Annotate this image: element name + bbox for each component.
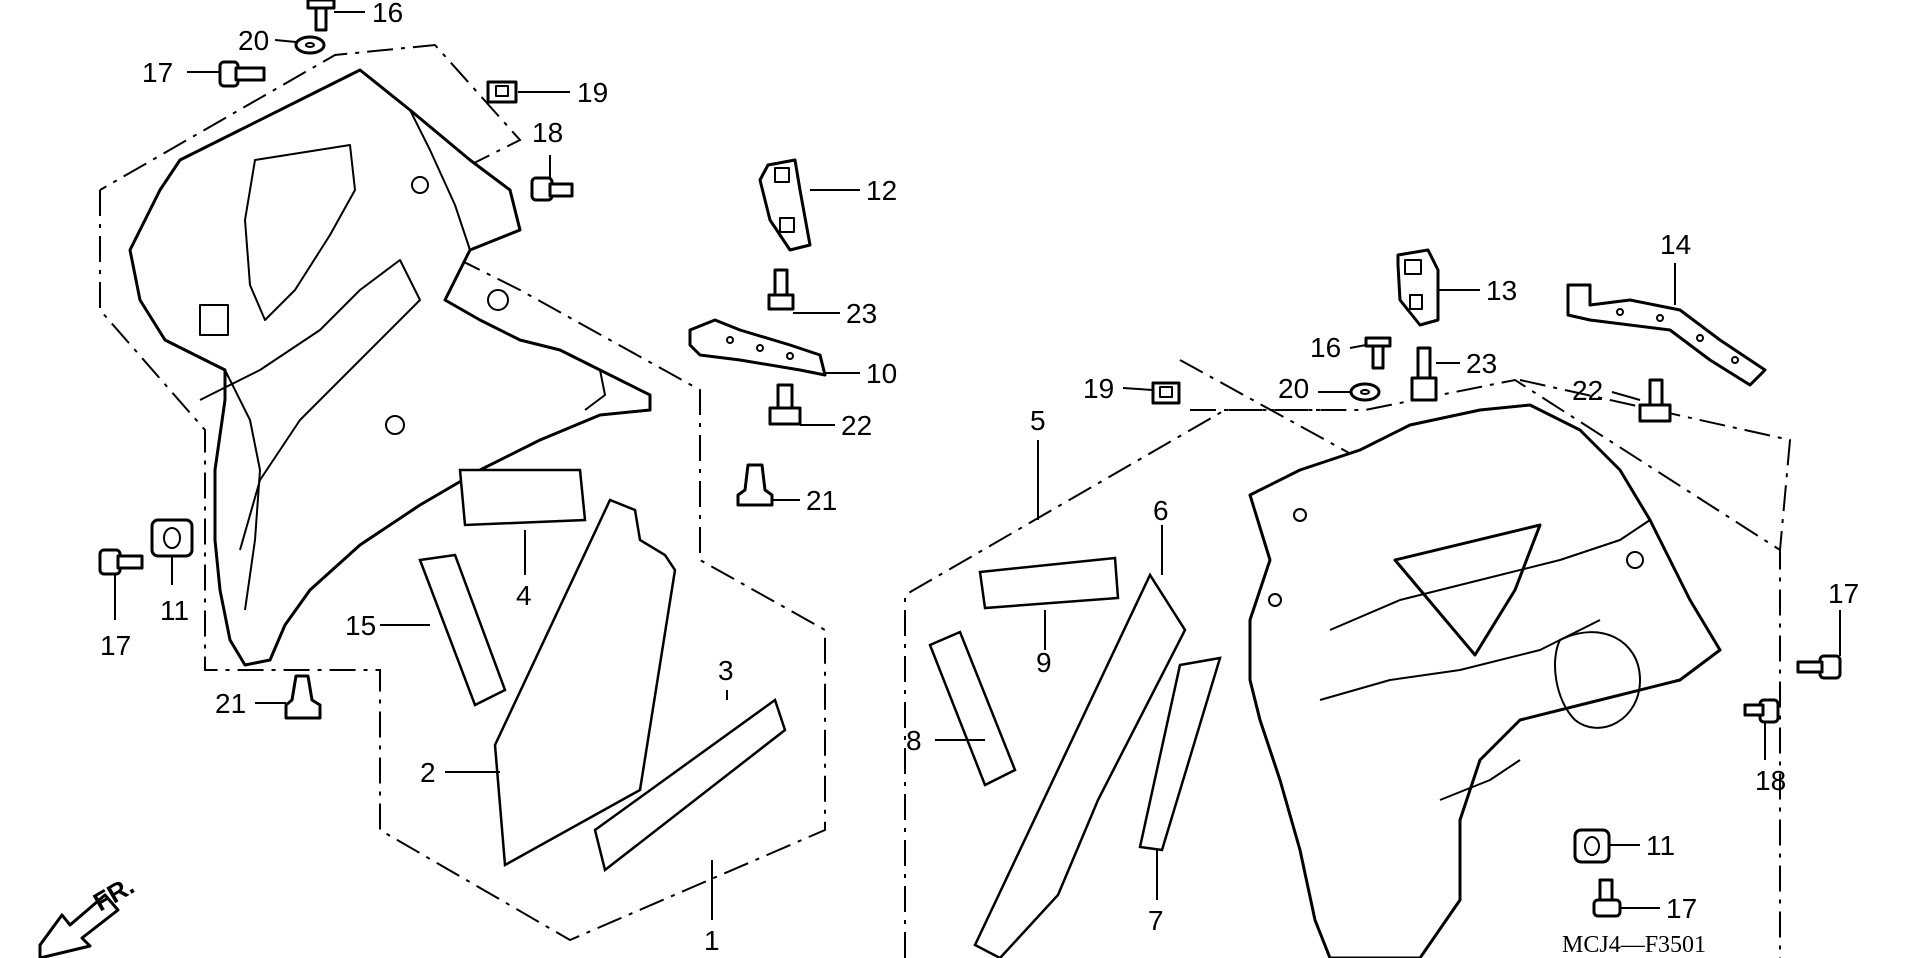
- stay-10-icon: [688, 318, 827, 377]
- callout-18b: 18: [1755, 765, 1786, 796]
- rivet-21b-icon: [284, 674, 322, 720]
- callout-20b: 20: [1278, 373, 1309, 404]
- callout-5: 5: [1030, 405, 1046, 436]
- callout-20: 20: [238, 25, 269, 56]
- callout-19b: 19: [1083, 373, 1114, 404]
- callout-11: 11: [160, 595, 189, 626]
- clip-nut-19b-icon: [1151, 381, 1181, 405]
- callout-9: 9: [1036, 647, 1052, 678]
- bolt-17-icon: [218, 60, 266, 88]
- callout-16: 16: [372, 0, 403, 28]
- callout-17: 17: [142, 57, 173, 88]
- callout-3: 3: [718, 655, 734, 686]
- callout-1: 1: [704, 925, 720, 956]
- callout-14: 14: [1660, 229, 1691, 260]
- callout-13: 13: [1486, 275, 1517, 306]
- callout-10: 10: [866, 358, 897, 389]
- callout-22: 22: [841, 410, 872, 441]
- callout-11b: 11: [1646, 830, 1675, 861]
- callout-7: 7: [1148, 905, 1164, 936]
- inner-cowl-part: [128, 68, 652, 667]
- left-assembly: 16 20 17 19 18 12 23 10 22 21 11 17 4 15…: [98, 0, 897, 956]
- bolt-22-icon: [768, 383, 802, 426]
- outer-cowl-part: [1248, 403, 1722, 958]
- rivet-21-icon: [736, 463, 774, 507]
- grommet-11-icon: [150, 518, 194, 558]
- bolt-18-icon: [530, 176, 574, 202]
- washer-20-icon: [294, 35, 326, 55]
- callout-12: 12: [866, 175, 897, 206]
- foam-panel-6: [973, 572, 1187, 958]
- foam-strip-4: [458, 468, 587, 527]
- screw-16b-icon: [1364, 336, 1392, 370]
- callout-21b: 21: [215, 688, 246, 719]
- front-direction-arrow: FR.: [38, 870, 139, 958]
- left-assembly-outline: [99, 43, 826, 942]
- bolt-17c-icon: [1796, 654, 1842, 680]
- callout-6: 6: [1153, 495, 1169, 526]
- bracket-12-icon: [758, 158, 812, 252]
- callout-23: 23: [846, 298, 877, 329]
- callout-21: 21: [806, 485, 837, 516]
- bolt-22b-icon: [1638, 378, 1672, 423]
- bolt-17d-icon: [1592, 878, 1622, 918]
- callout-2: 2: [420, 757, 436, 788]
- foam-strip-3: [593, 697, 787, 873]
- callout-18: 18: [532, 117, 563, 148]
- bracket-13-icon: [1396, 248, 1440, 327]
- bolt-17b-icon: [98, 548, 144, 576]
- screw-23-icon: [767, 268, 795, 311]
- bracket-14-icon: [1566, 283, 1767, 387]
- callout-23b: 23: [1466, 348, 1497, 379]
- bolt-18b-icon: [1743, 698, 1780, 724]
- callout-17c: 17: [1828, 578, 1859, 609]
- grommet-11b-icon: [1573, 828, 1611, 864]
- clip-nut-19-icon: [486, 80, 518, 104]
- washer-20b-icon: [1349, 382, 1381, 402]
- callout-16b: 16: [1310, 332, 1341, 363]
- screw-23b-icon: [1410, 346, 1438, 402]
- figure-code: MCJ4—F3501: [1562, 932, 1706, 958]
- callout-15: 15: [345, 610, 376, 641]
- callout-19: 19: [577, 77, 608, 108]
- callout-17d: 17: [1666, 893, 1697, 924]
- foam-panel-2: [493, 498, 677, 868]
- right-assembly: 14 13 16 23 19 20 22 5 6 9 8 7 17 18 11 …: [904, 229, 1859, 958]
- foam-strip-7: [1138, 656, 1222, 852]
- foam-strip-8: [928, 630, 1017, 787]
- callout-22b: 22: [1572, 375, 1603, 406]
- screw-16-icon: [306, 0, 336, 32]
- callout-8: 8: [906, 725, 922, 756]
- callout-17b: 17: [100, 630, 131, 661]
- foam-strip-9: [978, 556, 1120, 610]
- foam-strip-15: [418, 553, 507, 707]
- callout-4: 4: [516, 580, 532, 611]
